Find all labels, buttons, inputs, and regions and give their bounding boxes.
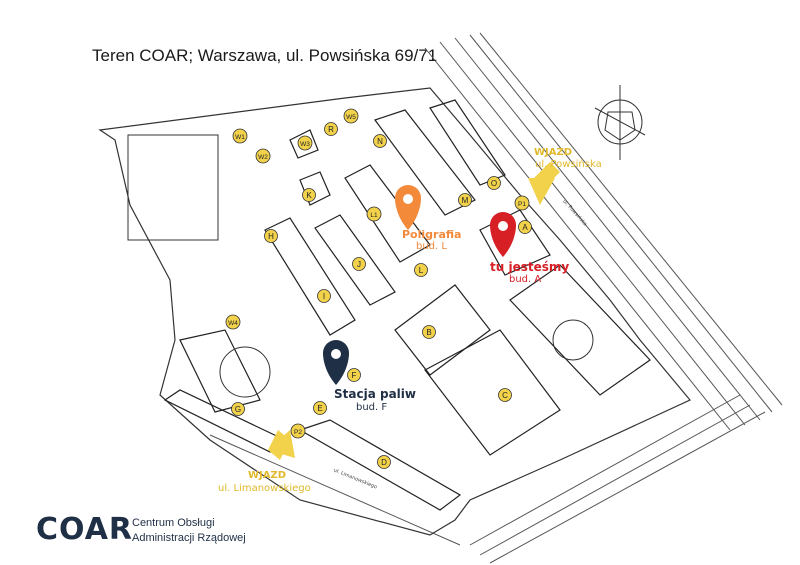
- svg-text:I: I: [323, 292, 325, 301]
- building-label: R: [324, 122, 338, 136]
- svg-text:E: E: [317, 404, 322, 413]
- building-label: C: [498, 388, 512, 402]
- pin-icon: [395, 185, 421, 230]
- marker-label-poligrafia: Poligrafia: [402, 228, 462, 241]
- org-name: Centrum Obsługi Administracji Rządowej: [132, 516, 246, 546]
- svg-text:R: R: [328, 125, 334, 134]
- svg-text:H: H: [268, 232, 274, 241]
- entrance-label-limanowskiego: WJAZD: [248, 470, 287, 481]
- building-label: W1: [232, 128, 248, 144]
- building-label: M: [458, 193, 472, 207]
- building-label: K: [302, 188, 316, 202]
- svg-text:J: J: [357, 260, 361, 269]
- svg-text:W3: W3: [300, 141, 310, 148]
- building-label: O: [487, 176, 501, 190]
- building-label: P2: [290, 423, 306, 439]
- entrance-label-powsinska: WJAZD: [534, 147, 573, 158]
- building-label: H: [264, 229, 278, 243]
- building-label: J: [352, 257, 366, 271]
- svg-text:W2: W2: [258, 154, 268, 161]
- svg-text:F: F: [352, 371, 357, 380]
- building-label: D: [377, 455, 391, 469]
- marker-sub-tu-jestesmy: bud. A: [509, 274, 542, 285]
- svg-text:W1: W1: [235, 134, 245, 141]
- marker-sub-stacja-paliw: bud. F: [356, 402, 388, 413]
- marker-label-stacja-paliw: Stacja paliw: [334, 387, 416, 401]
- svg-text:G: G: [235, 405, 241, 414]
- building-label: W2: [255, 148, 271, 164]
- building-label: G: [231, 402, 245, 416]
- entrance-street-limanowskiego: ul. Limanowskiego: [218, 483, 311, 494]
- street-powsinska: [424, 32, 783, 431]
- building-label: B: [422, 325, 436, 339]
- building-label: E: [313, 401, 327, 415]
- building-label: W3: [297, 135, 313, 151]
- building-label: F: [347, 368, 361, 382]
- svg-text:M: M: [462, 196, 469, 205]
- building-outlines: [163, 99, 651, 511]
- svg-text:P1: P1: [518, 201, 526, 208]
- svg-text:P2: P2: [294, 429, 302, 436]
- entrance-arrow-icon: [528, 178, 555, 205]
- svg-text:A: A: [522, 223, 528, 232]
- svg-text:N: N: [377, 137, 383, 146]
- pin-icon: [490, 212, 516, 257]
- campus-boundary: [98, 87, 691, 536]
- svg-text:C: C: [502, 391, 508, 400]
- entrance-arrow-icon: [268, 430, 295, 458]
- svg-text:L1: L1: [370, 212, 378, 219]
- building-label: L: [414, 263, 428, 277]
- svg-text:B: B: [426, 328, 431, 337]
- building-label: P1: [514, 195, 530, 211]
- svg-text:O: O: [491, 179, 497, 188]
- svg-text:W4: W4: [228, 320, 238, 327]
- lot-left: [127, 134, 219, 241]
- coar-logo: COAR: [36, 512, 134, 547]
- building-label: I: [317, 289, 331, 303]
- building-label: N: [373, 134, 387, 148]
- building-label: W5: [343, 108, 359, 124]
- entrance-street-powsinska: ul. Powsińska: [535, 159, 602, 170]
- marker-label-tu-jestesmy: tu jesteśmy: [490, 260, 570, 274]
- svg-text:W5: W5: [346, 114, 356, 121]
- street-limanowskiego: [209, 394, 766, 564]
- building-label: A: [518, 220, 532, 234]
- svg-text:K: K: [306, 191, 312, 200]
- building-label: W4: [225, 314, 241, 330]
- org-name-line: Administracji Rządowej: [132, 532, 246, 544]
- pin-icon: [323, 340, 349, 385]
- svg-text:L: L: [419, 266, 424, 275]
- svg-text:D: D: [381, 458, 387, 467]
- marker-sub-poligrafia: bud. L: [416, 241, 447, 252]
- building-label: L1: [366, 206, 382, 222]
- org-name-line: Centrum Obsługi: [132, 517, 215, 529]
- compass-icon: [594, 85, 646, 160]
- map-title: Teren COAR; Warszawa, ul. Powsińska 69/7…: [92, 46, 438, 65]
